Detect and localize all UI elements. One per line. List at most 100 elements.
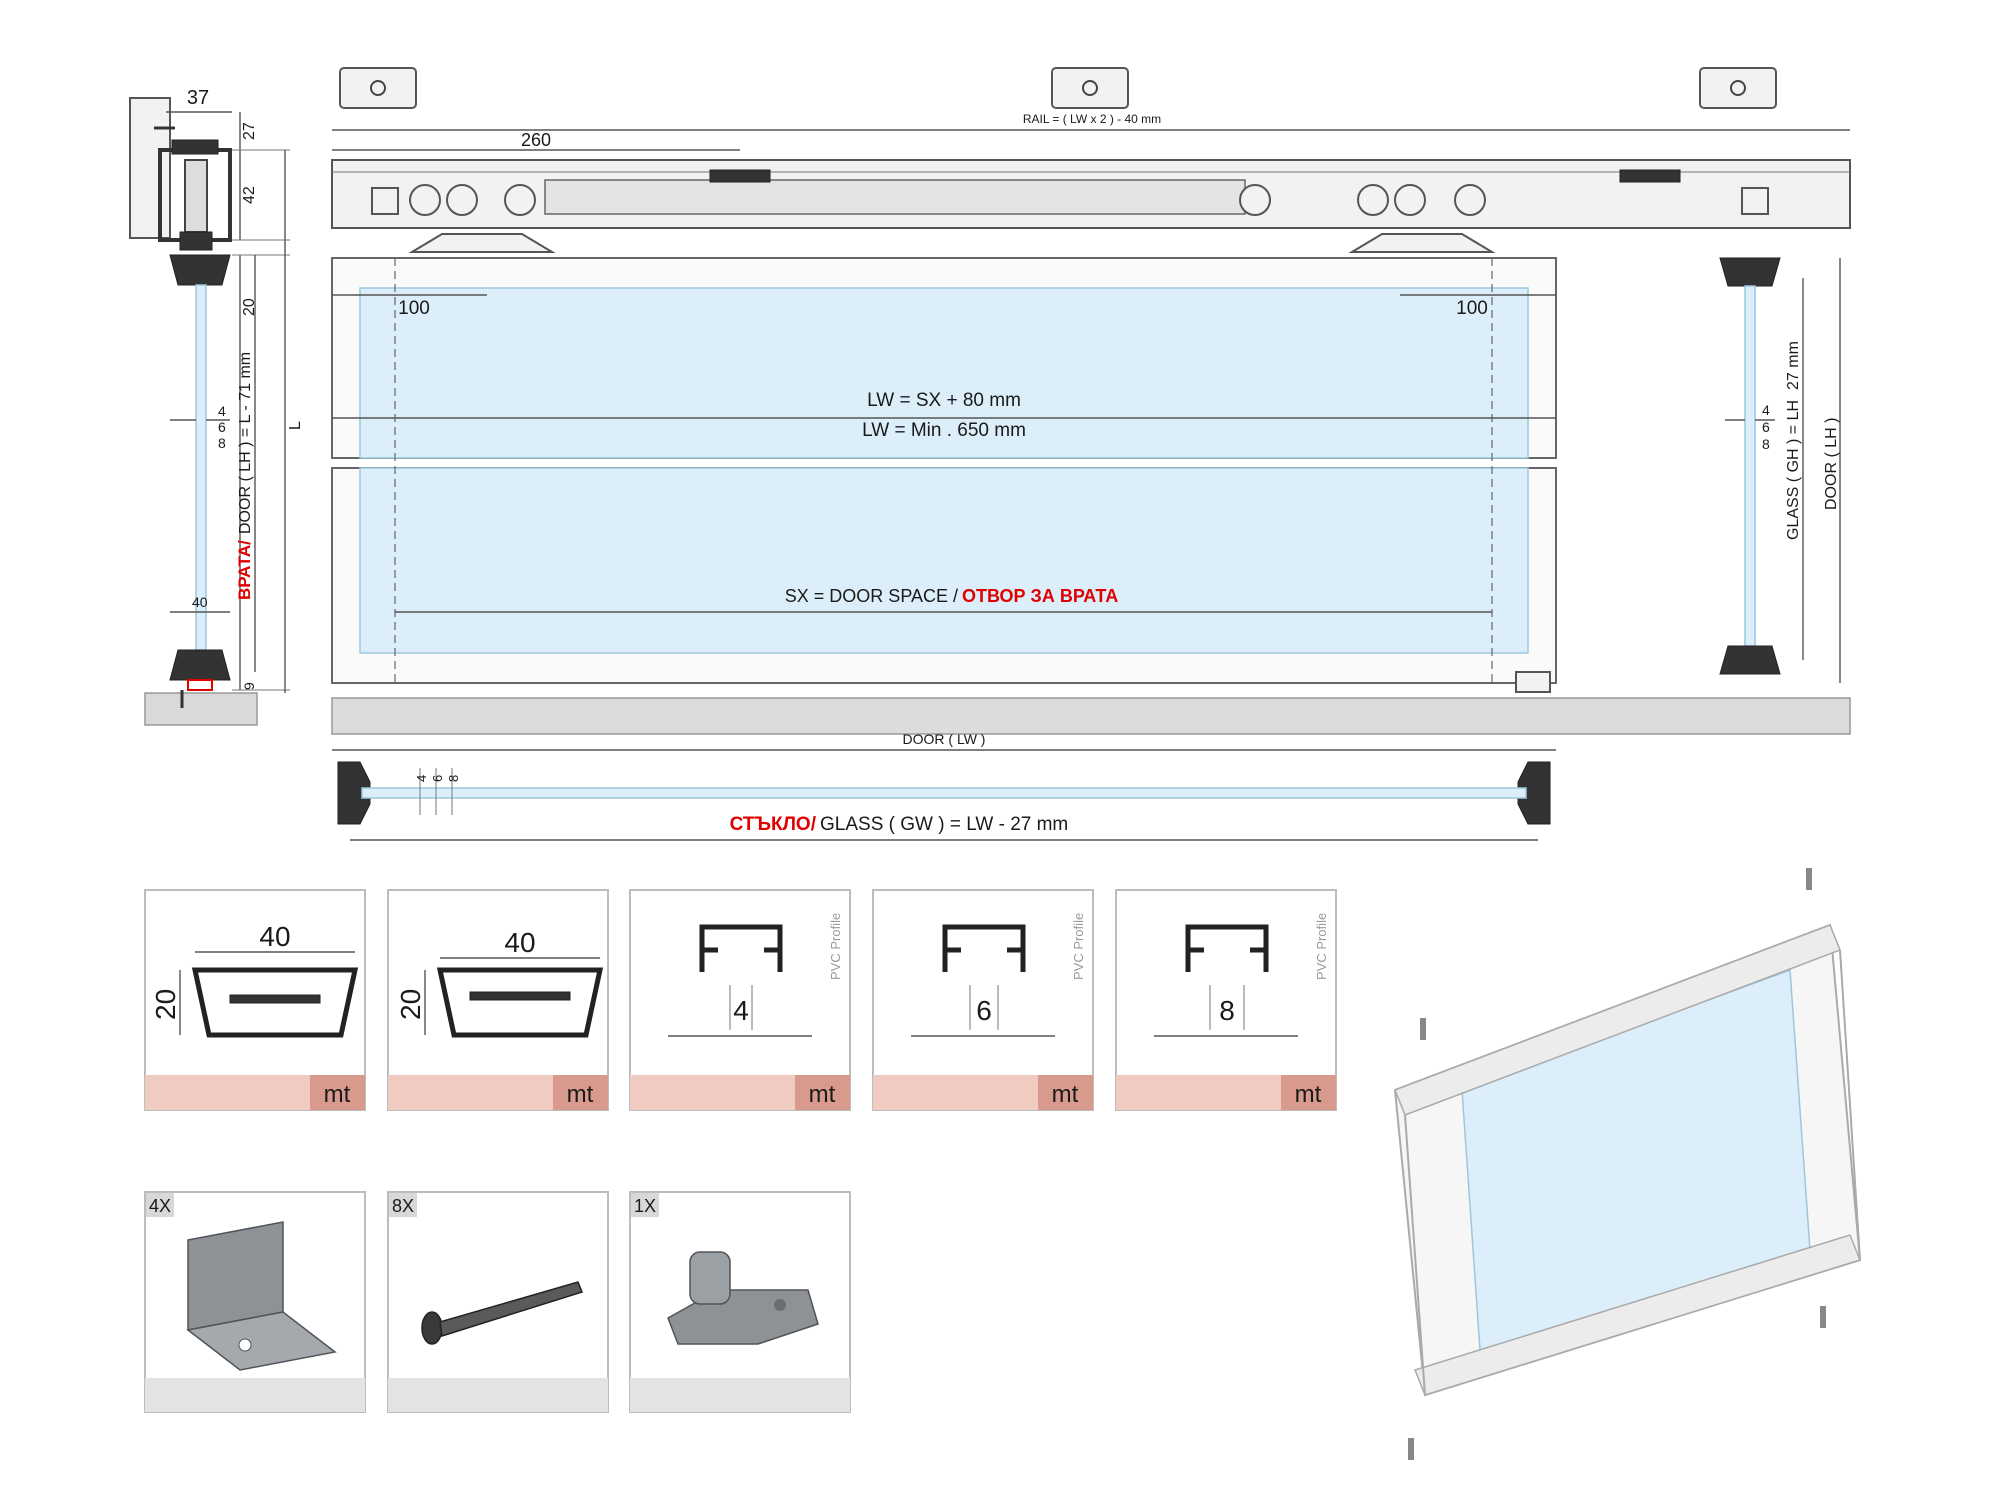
dim-100-right: 100 bbox=[1456, 298, 1488, 319]
dim-8: 8 bbox=[218, 435, 226, 451]
dim-260: 260 bbox=[521, 130, 551, 150]
profile-card-5-gap: 8 bbox=[1219, 995, 1235, 1026]
bottom-plan-view: 4 6 8 СТЪКЛО/ GLASS ( GW ) = LW - 27 mm bbox=[337, 761, 1551, 841]
hardware-card-3-qty: 1X bbox=[634, 1196, 656, 1216]
floor bbox=[144, 692, 258, 726]
pvc-profile-icon bbox=[942, 924, 1026, 972]
top-door-profile bbox=[169, 254, 231, 286]
plan-right-profile bbox=[1517, 761, 1551, 825]
door-label: DOOR ( LH ) = L - 71 mm bbox=[237, 352, 254, 534]
damper-bar bbox=[544, 179, 1246, 215]
right-bottom-profile bbox=[1719, 645, 1781, 675]
trolley-plate-left bbox=[408, 233, 556, 253]
right-dim-4: 4 bbox=[1762, 402, 1770, 418]
trolley-bolt bbox=[179, 231, 213, 251]
rail-bracket bbox=[171, 139, 219, 155]
dim-9: 9 bbox=[241, 682, 257, 690]
right-glass-formula: GLASS ( GH ) = LH bbox=[1785, 400, 1802, 540]
profile-card-4-label: PVC Profile bbox=[1071, 913, 1086, 980]
right-dim-6: 6 bbox=[1762, 419, 1770, 435]
frame-3d-illustration bbox=[1393, 868, 1862, 1460]
lw-formula: LW = SX + 80 mm bbox=[867, 390, 1021, 411]
angle-bracket-icon bbox=[186, 1221, 337, 1371]
profile-card-3-label: PVC Profile bbox=[828, 913, 843, 980]
profile-card-5-label: PVC Profile bbox=[1314, 913, 1329, 980]
end-stop-left bbox=[371, 187, 399, 215]
hardware-card-1-qty: 4X bbox=[149, 1196, 171, 1216]
ceiling-bracket-left bbox=[339, 67, 417, 109]
profile-card-3[interactable]: 4 PVC Profile mt bbox=[629, 889, 851, 1111]
profile-cards: 40 20 mt 40 20 mt 4 PVC Profil bbox=[144, 889, 1337, 1111]
roller bbox=[409, 184, 441, 216]
profile-card-5[interactable]: 8 PVC Profile mt bbox=[1115, 889, 1337, 1111]
right-dim-8: 8 bbox=[1762, 436, 1770, 452]
hardware-card-2-qty: 8X bbox=[392, 1196, 414, 1216]
profile-card-3-unit: mt bbox=[809, 1081, 836, 1108]
profile-card-4-gap: 6 bbox=[976, 995, 992, 1026]
hardware-card-3[interactable]: 1X bbox=[629, 1191, 851, 1413]
ceiling-bracket-center bbox=[1051, 67, 1129, 109]
glass-formula: GLASS ( GW ) = LW - 27 mm bbox=[820, 814, 1068, 835]
dim-42: 42 bbox=[241, 186, 258, 204]
door-lower-glass bbox=[359, 467, 1529, 654]
pvc-profile-icon bbox=[699, 924, 783, 972]
hardware-cards: 4X 8X 1X bbox=[144, 1191, 851, 1413]
pvc-profile-icon bbox=[1185, 924, 1269, 972]
dim-37: 37 bbox=[187, 87, 209, 109]
ceiling-bracket-right bbox=[1699, 67, 1777, 109]
floor-guide-icon bbox=[667, 1251, 819, 1345]
profile-card-2-width: 40 bbox=[504, 927, 535, 958]
floor-guide-outline bbox=[187, 679, 213, 691]
door-lw: DOOR ( LW ) bbox=[903, 731, 986, 747]
right-top-profile bbox=[1719, 257, 1781, 287]
profile-card-3-gap: 4 bbox=[733, 995, 749, 1026]
profile-card-1-unit: mt bbox=[324, 1081, 351, 1108]
floor-strip bbox=[331, 697, 1851, 735]
rail-formula: RAIL = ( LW x 2 ) - 40 mm bbox=[1023, 112, 1161, 126]
profile-card-4-unit: mt bbox=[1052, 1081, 1079, 1108]
hardware-card-2[interactable]: 8X bbox=[387, 1191, 609, 1413]
right-dim-27mm: 27 mm bbox=[1785, 341, 1802, 390]
sx-label: SX = DOOR SPACE / bbox=[785, 586, 958, 606]
dim-27: 27 bbox=[241, 122, 258, 140]
profile-card-2[interactable]: 40 20 mt bbox=[387, 889, 609, 1111]
sx-label-red: ОТВОР ЗА ВРАТА bbox=[962, 586, 1118, 606]
plan-dim-4: 4 bbox=[414, 775, 429, 782]
glass-label-red: СТЪКЛО/ bbox=[730, 814, 817, 835]
profile-card-1-height: 20 bbox=[150, 989, 181, 1020]
profile-card-2-height: 20 bbox=[395, 989, 426, 1020]
aluminium-profile-icon bbox=[191, 967, 359, 1038]
plan-dim-8: 8 bbox=[446, 775, 461, 782]
bottom-door-profile bbox=[169, 649, 231, 681]
screw-icon bbox=[421, 1281, 583, 1345]
dim-6: 6 bbox=[218, 419, 226, 435]
right-section-view: 4 6 8 GLASS ( GH ) = LH 27 mm DOOR ( LH … bbox=[1719, 257, 1841, 683]
right-door-lh: DOOR ( LH ) bbox=[1823, 418, 1840, 510]
door-upper-glass bbox=[359, 287, 1529, 459]
profile-card-1[interactable]: 40 20 mt bbox=[144, 889, 366, 1111]
right-glass bbox=[1744, 285, 1756, 647]
plan-glass bbox=[361, 787, 1527, 799]
door-label-red: ВРАТА/ bbox=[235, 540, 254, 600]
trolley bbox=[184, 159, 208, 233]
aluminium-profile-icon bbox=[436, 967, 604, 1038]
hardware-card-1[interactable]: 4X bbox=[144, 1191, 366, 1413]
dim-40: 40 bbox=[192, 594, 208, 610]
trolley-plate-right bbox=[1348, 233, 1496, 253]
front-elevation-view: RAIL = ( LW x 2 ) - 40 mm 260 10 bbox=[331, 67, 1851, 751]
profile-card-1-width: 40 bbox=[259, 921, 290, 952]
side-section-view: 37 27 42 20 4 6 8 40 9 L ВРАТА/ DOOR ( L… bbox=[129, 87, 304, 726]
profile-card-5-unit: mt bbox=[1295, 1081, 1322, 1108]
dim-20: 20 bbox=[241, 298, 258, 316]
floor-guide bbox=[1515, 671, 1551, 693]
dim-100-left: 100 bbox=[398, 298, 430, 319]
ceiling-block bbox=[129, 97, 171, 239]
dim-4: 4 bbox=[218, 403, 226, 419]
end-stop-right bbox=[1741, 187, 1769, 215]
dim-L: L bbox=[287, 421, 304, 430]
plan-left-profile bbox=[337, 761, 371, 825]
lw-min: LW = Min . 650 mm bbox=[862, 420, 1026, 441]
profile-card-2-unit: mt bbox=[567, 1081, 594, 1108]
profile-card-4[interactable]: 6 PVC Profile mt bbox=[872, 889, 1094, 1111]
